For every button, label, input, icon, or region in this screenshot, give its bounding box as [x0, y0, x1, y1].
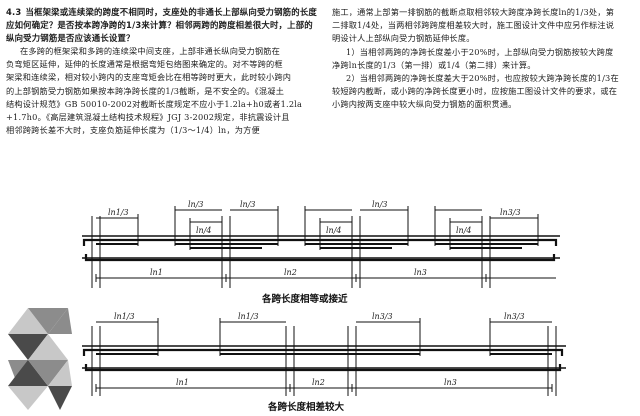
span-label: ln2 — [284, 268, 297, 277]
body-line: 相邻跨跨长差不大时，支座负筋延伸长度为（1/3～1/4）ln，为方便 — [6, 125, 260, 136]
list-item: 较短跨内截断，或小跨的净跨长度更小时，应按施工图设计文件的要求，或在 — [332, 86, 618, 97]
dim-label: ln3/3 — [500, 208, 521, 217]
span-label: ln1 — [150, 268, 163, 277]
span-label: ln3 — [444, 378, 457, 387]
rebar-diagram-unequal-spans: ln1/3 ln1/3 ln3/3 ln3/3 ln1 ln2 ln3 各跨长度… — [0, 308, 640, 416]
rebar-diagram-1-svg: ln1/3 ln/3 ln/4 ln/3 ln/4 ln/3 ln/4 ln3/… — [82, 200, 560, 305]
body-line: 结构设计规范》GB 50010-2002对截断长度规定不应小于1.2la+h0或… — [6, 98, 303, 109]
list-item: 1）当相邻两跨的净跨长度差小于20%时，上部纵向受力钢筋按较大跨度 — [346, 46, 614, 57]
dim-label: ln1/3 — [238, 312, 259, 321]
dim-label: ln/3 — [188, 200, 204, 209]
figure-caption: 各跨长度相等或接近 — [261, 293, 348, 305]
span-label: ln2 — [312, 378, 325, 387]
body-line: 施工，通常上部第一排钢筋的截断点取相邻较大跨度净跨长度ln的1/3处，第 — [332, 7, 615, 17]
list-item: 2）当相邻两跨的净跨长度差大于20%时，也应按较大跨净跨长度的1/3在 — [346, 73, 619, 84]
triangle-logo-icon — [8, 308, 72, 410]
dim-label: ln1/3 — [114, 312, 135, 321]
watermark-logo — [8, 308, 72, 410]
span-label: ln1 — [176, 378, 189, 387]
question-title: 当框架梁或连续梁的跨度不相同时，支座处的非通长上部纵向受力钢筋的长度应如何确定？… — [6, 7, 317, 43]
dim-label: ln/4 — [196, 226, 212, 235]
dim-label: ln/4 — [456, 226, 472, 235]
list-item: 小跨内按两支座中较大纵向受力钢筋的面积贯通。 — [332, 99, 517, 110]
question-number: 4.3 — [6, 7, 22, 17]
list-item: 净跨ln长度的1/3（第一排）或1/4（第二排）来计算。 — [332, 59, 536, 70]
dim-label: ln/3 — [240, 200, 256, 209]
body-line: 架梁和连续梁，相对较小跨内的支座弯矩会比在相等跨时更大，此时较小跨内 — [6, 72, 292, 83]
body-line: 在多跨的框架梁和多跨的连续梁中间支座，上部非通长纵向受力钢筋在 — [20, 46, 281, 56]
rebar-diagram-equal-spans: ln1/3 ln/3 ln/4 ln/3 ln/4 ln/3 ln/4 ln3/… — [0, 196, 640, 308]
rebar-diagram-2-svg: ln1/3 ln1/3 ln3/3 ln3/3 ln1 ln2 ln3 各跨长度… — [82, 312, 566, 413]
body-line: 的上部钢筋受力钢筋如果按本跨净跨长度的1/3截断，是不安全的。《混凝土 — [6, 85, 285, 96]
body-line: 负弯矩区延伸，延伸的长度通常是根据弯矩包络图来确定的。对不等跨的框 — [6, 59, 283, 70]
body-line: 二排取1/4处，当两相邻跨跨度相差较大时，施工图设计文件中应另作标注说 — [332, 20, 615, 31]
dim-label: ln1/3 — [108, 208, 129, 217]
body-line: +1.7h0。《高层建筑混凝土结构技术规程》JGJ 3-2002规定，非抗震设计… — [6, 112, 290, 123]
body-line: 明设计人上部纵向受力钢筋延伸长度。 — [332, 33, 475, 44]
dim-label: ln3/3 — [504, 312, 525, 321]
dim-label: ln/4 — [326, 226, 342, 235]
dim-label: ln3/3 — [372, 312, 393, 321]
dim-label: ln/3 — [372, 200, 388, 209]
span-label: ln3 — [414, 268, 427, 277]
figure-caption: 各跨长度相差较大 — [267, 401, 345, 413]
right-text-column: 施工，通常上部第一排钢筋的截断点取相邻较大跨度净跨长度ln的1/3处，第 二排取… — [332, 6, 632, 112]
